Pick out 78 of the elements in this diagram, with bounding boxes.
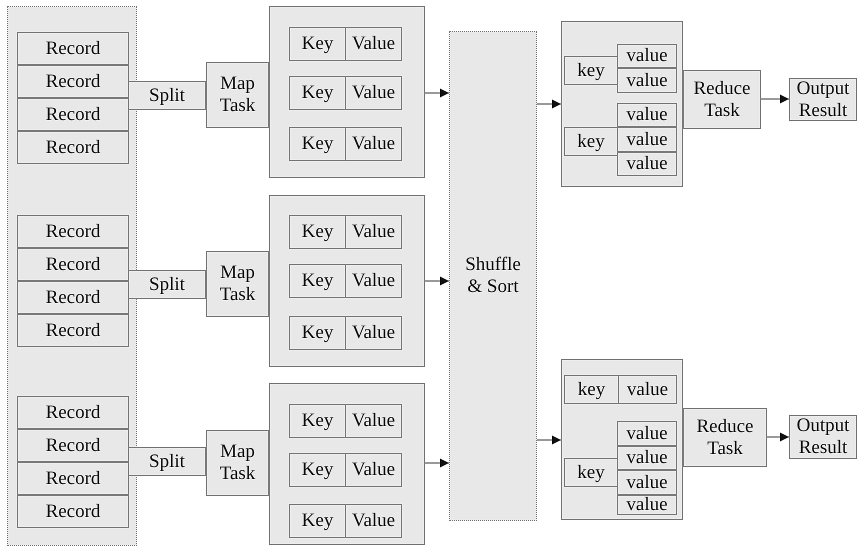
key-value-pair — [564, 375, 677, 404]
key-label: Key — [300, 269, 334, 294]
key-value-pair — [289, 316, 402, 350]
value-box: value — [617, 421, 677, 446]
value-label: Value — [345, 128, 401, 160]
record-box: Record — [17, 281, 129, 314]
value-box: value — [617, 127, 677, 152]
key-label: Key — [300, 81, 334, 106]
value-label: Value — [345, 28, 401, 60]
value-label: Value — [345, 454, 401, 486]
value-box: value — [617, 103, 677, 127]
shuffle-sort-box: Shuffle & Sort — [449, 31, 537, 521]
key-box: key — [564, 127, 618, 156]
key-box: key — [564, 56, 618, 85]
value-box: value — [617, 68, 677, 93]
key-value-pair — [289, 404, 402, 438]
record-box: Record — [17, 32, 129, 65]
arrow — [536, 100, 562, 108]
value-label: Value — [345, 405, 401, 437]
key-label: Key — [300, 458, 334, 482]
output-result-box: Output Result — [789, 78, 857, 121]
value-box: value — [617, 470, 677, 495]
record-box: Record — [17, 131, 129, 164]
key-value-panel — [269, 383, 425, 545]
key-value-pair — [289, 76, 402, 110]
output-result-box: Output Result — [789, 415, 857, 459]
value-label: Value — [345, 77, 401, 109]
key-value-pair — [289, 504, 402, 538]
value-label: Value — [345, 216, 401, 248]
record-box: Record — [17, 495, 129, 528]
arrow — [424, 458, 450, 468]
key-label: Key — [300, 32, 334, 56]
value-label: value — [618, 376, 676, 403]
arrow — [424, 88, 450, 98]
split-box: Split — [128, 447, 206, 476]
record-box: Record — [17, 396, 129, 429]
reduce-task-box: Reduce Task — [683, 408, 767, 467]
key-value-pair — [289, 215, 402, 249]
arrow — [424, 276, 450, 286]
key-label: Key — [300, 132, 334, 156]
record-box: Record — [17, 314, 129, 347]
split-box: Split — [128, 81, 206, 110]
key-value-pair — [289, 27, 402, 61]
map-task-box: Map Task — [206, 251, 269, 317]
value-box: value — [617, 495, 677, 515]
key-label: Key — [300, 321, 334, 346]
key-value-panel — [269, 6, 425, 178]
key-value-panel — [269, 195, 425, 367]
key-label: Key — [300, 509, 334, 534]
arrow — [536, 436, 562, 444]
reduce-input-panel — [561, 359, 683, 520]
record-box: Record — [17, 462, 129, 495]
key-value-pair — [289, 264, 402, 298]
key-value-pair — [289, 453, 402, 487]
split-box: Split — [128, 270, 206, 299]
reduce-task-box: Reduce Task — [683, 70, 761, 129]
map-task-box: Map Task — [206, 62, 269, 128]
record-box: Record — [17, 215, 129, 248]
input-panel — [7, 6, 137, 546]
value-box: value — [617, 152, 677, 176]
value-box: value — [617, 44, 677, 68]
key-label: Key — [300, 220, 334, 244]
record-box: Record — [17, 98, 129, 131]
key-label: Key — [300, 409, 334, 434]
key-box: key — [564, 458, 618, 487]
record-box: Record — [17, 65, 129, 98]
key-label: key — [576, 378, 606, 402]
reduce-input-panel — [561, 21, 683, 187]
value-label: Value — [345, 265, 401, 297]
value-label: Value — [345, 505, 401, 537]
arrow — [766, 432, 790, 442]
map-task-box: Map Task — [206, 430, 269, 496]
record-box: Record — [17, 429, 129, 462]
value-label: Value — [345, 317, 401, 349]
value-box: value — [617, 446, 677, 470]
arrow — [760, 94, 790, 104]
key-value-pair — [289, 127, 402, 161]
record-box: Record — [17, 248, 129, 281]
